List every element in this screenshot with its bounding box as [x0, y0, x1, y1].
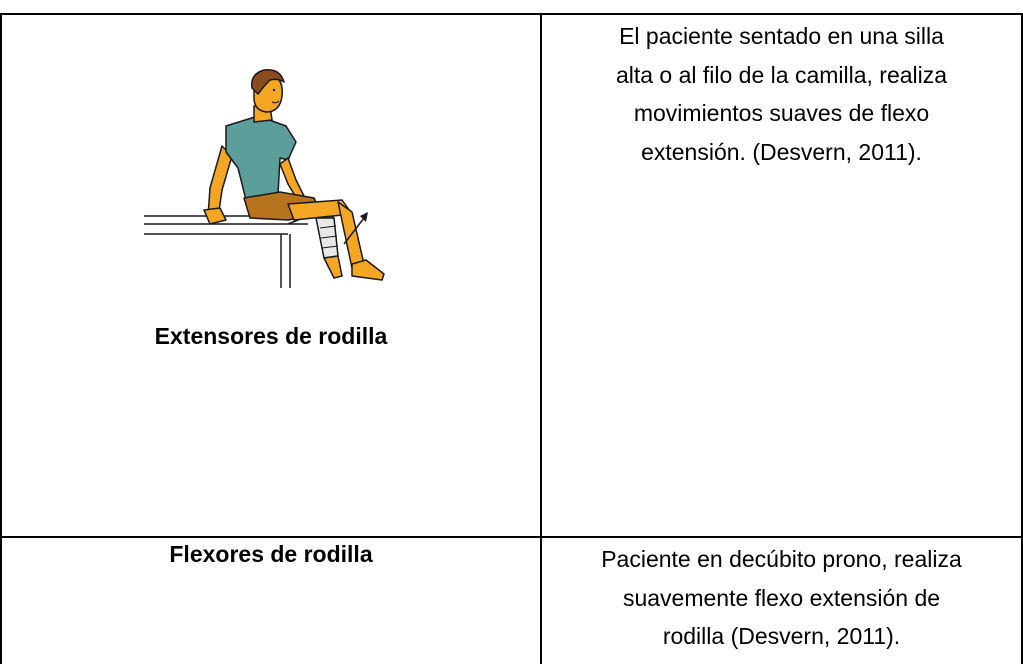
description-line: movimientos suaves de flexo	[633, 100, 930, 126]
exercise-description-extensores: El paciente sentado en una silla alta o …	[542, 17, 1021, 171]
column-divider	[540, 13, 542, 664]
description-line: extensión. (Desvern, 2011).	[641, 138, 922, 165]
table-border-top	[0, 13, 1023, 15]
table-border-right	[1021, 13, 1023, 664]
description-line: Paciente en decúbito prono, realiza	[601, 546, 962, 572]
description-line: El paciente sentado en una silla	[619, 23, 944, 49]
row-divider	[0, 536, 1023, 538]
description-line: rodilla (Desvern, 2011).	[662, 623, 901, 649]
exercise-title-flexores: Flexores de rodilla	[169, 541, 373, 567]
exercise-description-flexores: Paciente en decúbito prono, realiza suav…	[542, 540, 1021, 656]
exercise-title-extensores: Extensores de rodilla	[154, 323, 388, 349]
seated-knee-extension-illustration	[138, 68, 390, 290]
description-line: alta o al filo de la camilla, realiza	[615, 61, 948, 88]
table-border-left	[0, 13, 2, 664]
description-line: suavemente flexo extensión de	[622, 584, 941, 611]
